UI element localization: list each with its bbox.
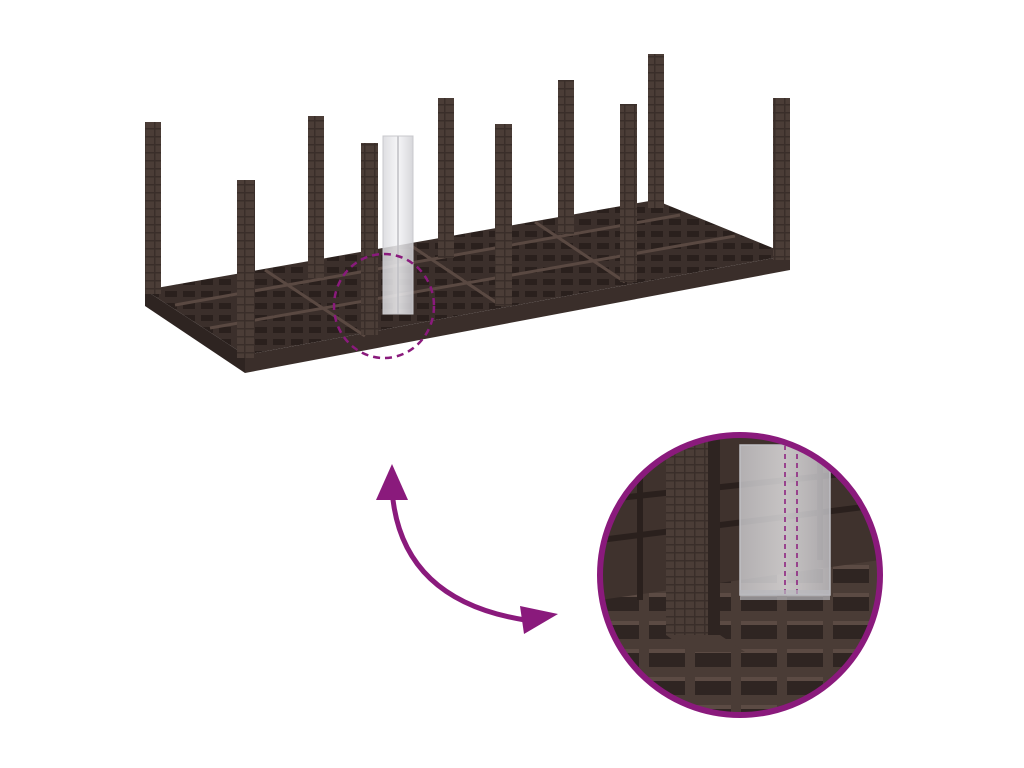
rack-post <box>237 180 255 358</box>
rack-base-side <box>145 290 245 373</box>
rack-post <box>495 124 512 306</box>
rack-illustration <box>145 54 790 373</box>
rack-posts <box>145 54 790 358</box>
rack-post <box>361 143 378 335</box>
rack-post <box>620 104 637 282</box>
rack-post <box>145 122 161 294</box>
rack-post <box>648 54 664 208</box>
zoom-detail-circle <box>597 432 883 718</box>
rack-post <box>308 116 324 278</box>
rack-post <box>773 98 790 260</box>
rack-post <box>438 98 454 258</box>
rack-base-front <box>245 255 790 373</box>
transparent-divider <box>382 135 414 315</box>
rack-base-dividers <box>174 213 736 338</box>
curved-double-arrow-icon <box>376 464 558 634</box>
dashed-circle-icon <box>332 252 436 360</box>
rack-post <box>558 80 574 234</box>
